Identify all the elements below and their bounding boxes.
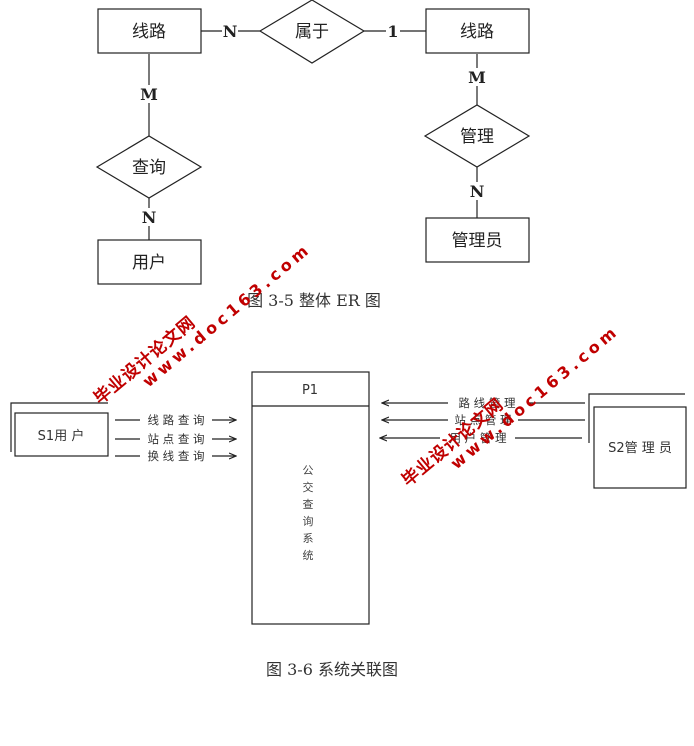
cardinality-admin-manage: N — [470, 182, 485, 201]
entity-admin-label: 管理员 — [452, 231, 503, 251]
flow-user-label-1: 线 路 查 询 — [148, 413, 205, 427]
process-name-char: 询 — [303, 515, 314, 528]
relationship-belongs-label: 属于 — [295, 22, 329, 42]
flow-user-label-2: 站 点 查 询 — [148, 432, 205, 446]
flow-admin-label-1: 路 线 管 理 — [459, 396, 516, 410]
source-admin-box — [593, 406, 687, 489]
source-user-label: S1用 户 — [38, 428, 85, 444]
flow-admin-label-2: 站 点 管 理 — [455, 413, 512, 427]
relationship-belongs-to — [258, 0, 366, 64]
flow-admin-label-3: 用 户 管 理 — [450, 431, 507, 445]
process-name-char: 公 — [303, 464, 314, 477]
cardinality-route-right-belongs: 1 — [387, 22, 398, 41]
entity-route-right-label: 线路 — [460, 22, 494, 42]
source-admin-shadow — [588, 393, 685, 443]
er-caption: 图 3-5 整体 ER 图 — [247, 291, 381, 310]
relationship-manage — [423, 104, 531, 168]
relationship-query-label: 查询 — [132, 158, 166, 178]
entity-route-right — [425, 8, 530, 54]
relationship-manage-label: 管理 — [460, 127, 494, 147]
process-name-char: 查 — [303, 497, 314, 511]
cardinality-route-left-belongs: N — [223, 22, 238, 41]
process-id-label: P1 — [302, 383, 318, 398]
entity-user — [97, 239, 202, 285]
context-diagram — [10, 371, 687, 625]
relationship-query — [95, 135, 203, 199]
entity-route-left-label: 线路 — [132, 22, 166, 42]
process-name-char: 统 — [303, 549, 314, 562]
entity-route-left — [97, 8, 202, 54]
cardinality-route-right-manage: M — [468, 68, 486, 87]
entity-admin — [425, 217, 530, 263]
er-diagram — [95, 0, 531, 285]
process-name-char: 系 — [303, 532, 314, 545]
source-admin-label: S2管 理 员 — [608, 441, 672, 456]
process-box — [251, 371, 370, 625]
cardinality-user-query: N — [142, 208, 157, 227]
process-name-char: 交 — [303, 480, 314, 494]
flow-user-label-3: 换 线 查 询 — [148, 449, 205, 463]
entity-user-label: 用户 — [132, 253, 166, 273]
cardinality-route-left-query: M — [140, 85, 158, 104]
context-caption: 图 3-6 系统关联图 — [266, 660, 398, 679]
source-user-shadow — [10, 402, 108, 452]
source-user-box — [14, 412, 109, 457]
